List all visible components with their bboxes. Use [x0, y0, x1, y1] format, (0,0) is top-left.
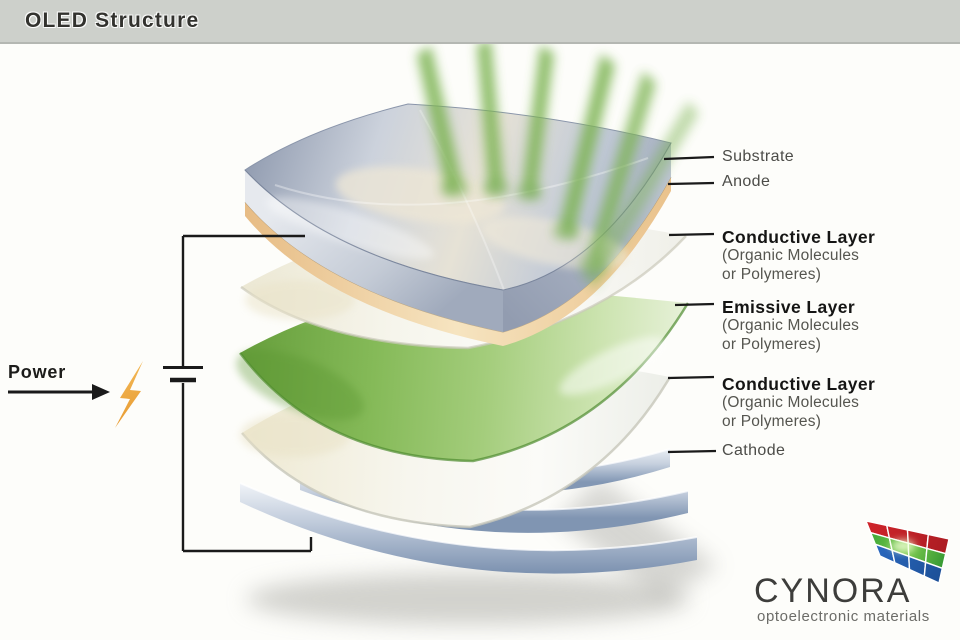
label-conductive-top-title: Conductive Layer [722, 227, 876, 247]
label-emissive-sub2: or Polymeres) [722, 335, 822, 353]
light-beams-icon [417, 40, 699, 289]
label-conductive-bottom: Conductive Layer (Organic Molecules or P… [722, 374, 875, 431]
leader-line-substrate [663, 155, 715, 161]
leader-line-cathode [667, 449, 717, 454]
label-emissive: Emissive Layer (Organic Molecules or Pol… [722, 297, 859, 354]
label-substrate: Substrate [722, 148, 795, 165]
label-conductive-bottom-sub1: (Organic Molecules [722, 394, 860, 411]
label-conductive-top: Conductive Layer (Organic Molecules or P… [722, 227, 875, 284]
battery-icon [163, 366, 203, 383]
label-anode: Anode [722, 173, 771, 190]
label-conductive-top-sub1: (Organic Molecules [722, 247, 860, 264]
label-cathode: Cathode [722, 442, 786, 459]
power-arrow-icon [8, 384, 110, 400]
substrate-layer [244, 103, 672, 346]
leader-line-conductive-top [668, 232, 715, 237]
leader-lines [663, 155, 717, 454]
lightning-bolt-icon [115, 361, 143, 428]
leader-line-emissive [674, 302, 715, 307]
label-conductive-bottom-title: Conductive Layer [722, 374, 876, 394]
label-emissive-sub1: (Organic Molecules [722, 317, 860, 334]
cynora-flag-logo [865, 520, 950, 584]
leader-line-conductive-bottom [667, 375, 715, 380]
leader-line-anode [667, 181, 715, 186]
circuit-wire [181, 234, 313, 553]
brand-name: CYNORA [754, 572, 912, 610]
brand-tagline: optoelectronic materials [757, 608, 930, 625]
label-conductive-bottom-sub2: or Polymeres) [722, 412, 822, 430]
page-title: OLED Structure [25, 9, 200, 32]
label-conductive-top-sub2: or Polymeres) [722, 265, 822, 283]
header-bar: OLED Structure [0, 0, 960, 44]
label-emissive-title: Emissive Layer [722, 297, 856, 317]
power-label: Power [8, 362, 67, 382]
